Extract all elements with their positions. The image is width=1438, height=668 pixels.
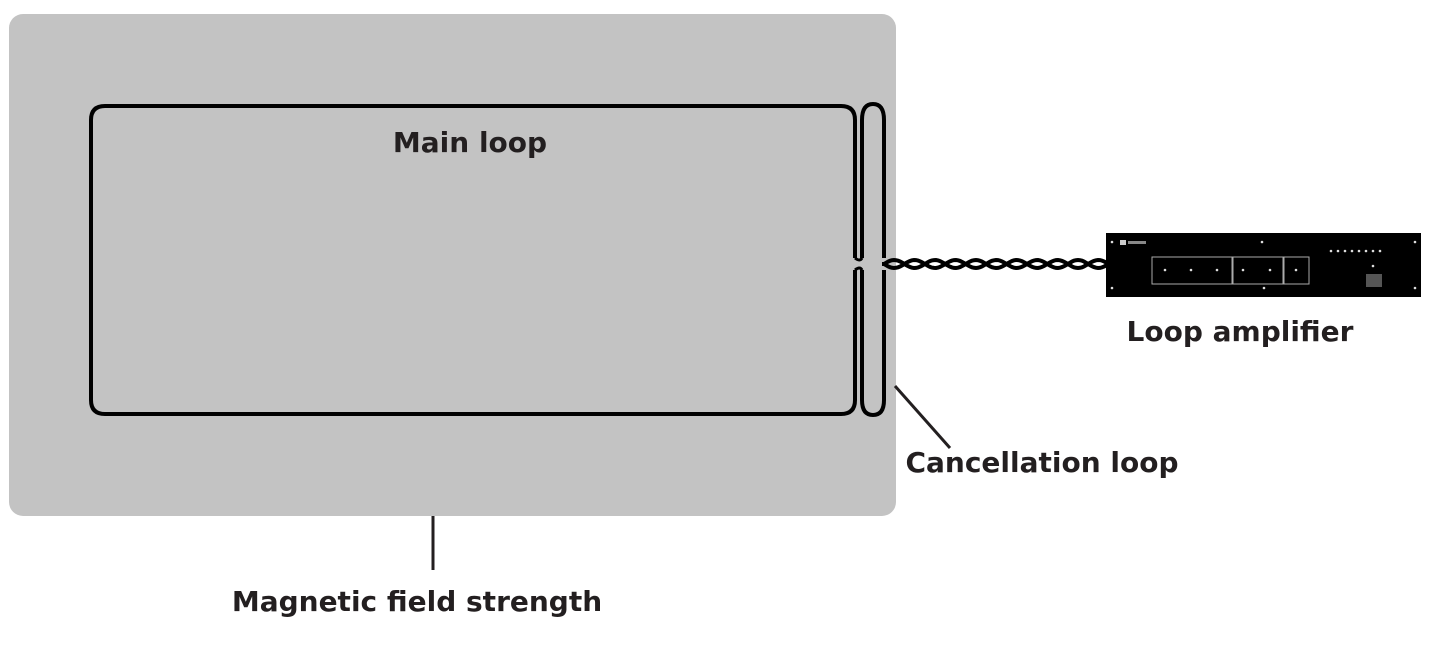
amplifier-indicator xyxy=(1241,268,1245,272)
main-loop-label: Main loop xyxy=(393,126,547,159)
amplifier-indicator xyxy=(1294,268,1298,272)
amplifier-indicator xyxy=(1357,249,1361,253)
cancellation-loop xyxy=(860,101,886,418)
loop-junction xyxy=(854,256,864,272)
amplifier-indicator xyxy=(1215,268,1219,272)
amplifier-indicator xyxy=(1268,268,1272,272)
magnetic-field-strength-label: Magnetic field strength xyxy=(232,585,602,618)
amplifier-indicator xyxy=(1371,264,1375,268)
main-loop xyxy=(89,104,857,416)
amplifier-indicator xyxy=(1371,249,1375,253)
amplifier-indicator xyxy=(1413,286,1417,290)
amplifier-indicator xyxy=(1110,286,1114,290)
cancellation-leader-line xyxy=(893,385,952,449)
amplifier-indicator xyxy=(1260,240,1264,244)
loop-amplifier-label: Loop amplifier xyxy=(1127,315,1354,348)
amplifier-indicator xyxy=(1110,240,1114,244)
magnetic-field-area xyxy=(9,14,896,516)
amplifier-indicator xyxy=(1189,268,1193,272)
amplifier-indicator xyxy=(1378,249,1382,253)
amplifier-indicator xyxy=(1350,249,1354,253)
loop-amplifier-device xyxy=(1106,233,1421,297)
amplifier-indicator xyxy=(1262,286,1266,290)
amplifier-indicator xyxy=(1329,249,1333,253)
amplifier-indicator xyxy=(1163,268,1167,272)
cancellation-loop-label: Cancellation loop xyxy=(905,446,1178,479)
amplifier-indicator xyxy=(1364,249,1368,253)
amplifier-indicator xyxy=(1343,249,1347,253)
amplifier-indicator xyxy=(1413,240,1417,244)
twisted-cable xyxy=(882,257,1110,271)
amplifier-indicator xyxy=(1336,249,1340,253)
